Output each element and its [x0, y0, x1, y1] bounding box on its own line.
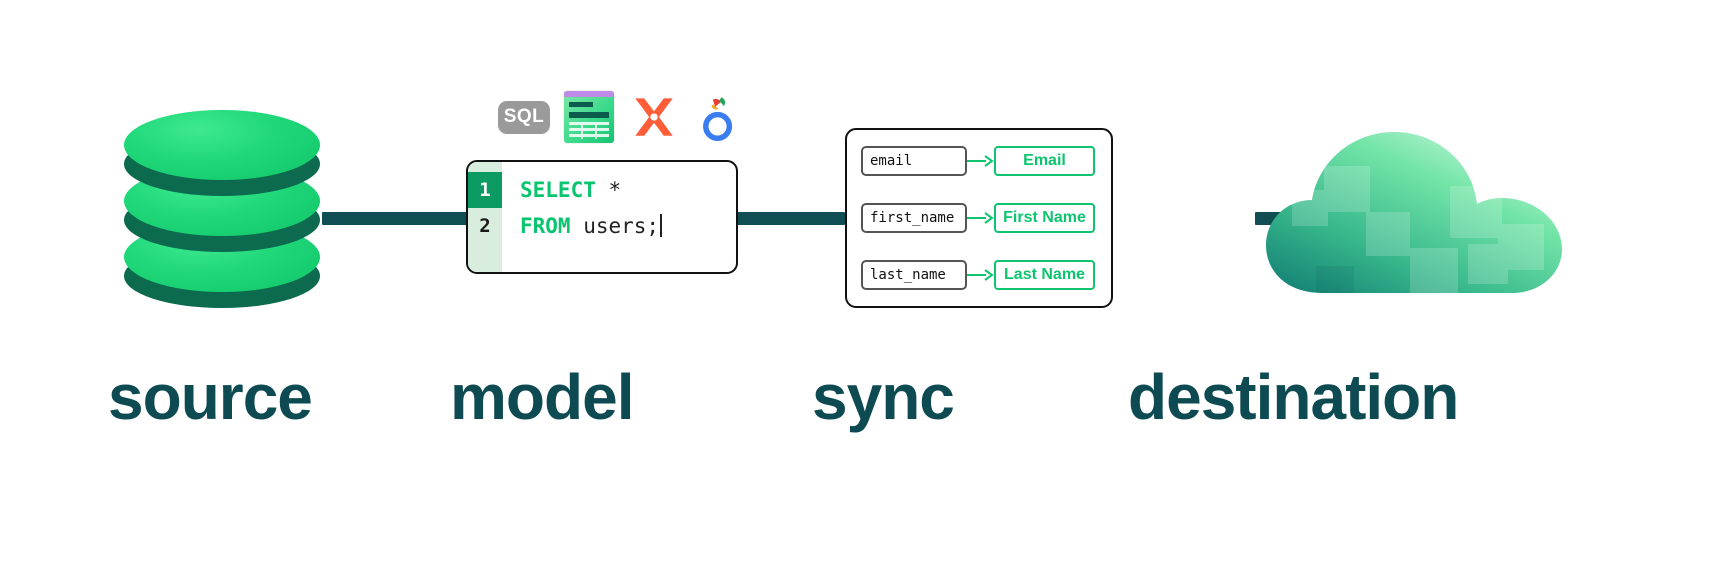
looker-icon — [703, 97, 733, 141]
mapping-row[interactable]: last_name Last Name — [861, 260, 1097, 290]
database-cylinder-icon — [124, 110, 324, 310]
label-model: model — [450, 361, 634, 433]
mapping-arrow-icon — [967, 211, 994, 225]
sql-code-editor[interactable]: 1 2 SELECT * FROM users; — [466, 160, 738, 274]
cloud-icon — [1266, 132, 1562, 293]
mapping-row[interactable]: first_name First Name — [861, 203, 1097, 233]
field-mapping-panel[interactable]: email Email first_name First Name last_n… — [845, 128, 1113, 308]
connector-source-to-model — [322, 212, 472, 225]
label-source: source — [108, 361, 313, 433]
code-content[interactable]: SELECT * FROM users; — [502, 162, 736, 272]
line-number-gutter: 1 2 — [468, 162, 502, 272]
connector-model-to-sync — [727, 212, 845, 225]
model-tool-icons: SQL — [498, 90, 738, 144]
mapping-arrow-icon — [967, 268, 994, 282]
text-cursor — [660, 214, 663, 237]
code-line-2: FROM users; — [520, 208, 736, 244]
label-sync: sync — [812, 361, 955, 433]
destination-field-last-name[interactable]: Last Name — [994, 260, 1095, 290]
label-destination: destination — [1128, 361, 1459, 433]
code-line-2-rest: users; — [570, 214, 660, 238]
mapping-row[interactable]: email Email — [861, 146, 1097, 176]
sql-badge-icon: SQL — [498, 100, 550, 134]
mapping-arrow-icon — [967, 154, 994, 168]
spreadsheet-icon — [564, 91, 614, 143]
sql-keyword-select: SELECT — [520, 178, 596, 202]
destination-field-first-name[interactable]: First Name — [994, 203, 1095, 233]
line-number-1: 1 — [468, 172, 502, 208]
line-number-2: 2 — [479, 215, 491, 237]
source-field-first-name[interactable]: first_name — [861, 203, 967, 233]
destination-field-email[interactable]: Email — [994, 146, 1095, 176]
source-field-last-name[interactable]: last_name — [861, 260, 967, 290]
sql-keyword-from: FROM — [520, 214, 571, 238]
code-line-1: SELECT * — [520, 172, 736, 208]
source-field-email[interactable]: email — [861, 146, 967, 176]
code-line-1-rest: * — [595, 178, 622, 202]
dbt-icon — [635, 98, 673, 136]
